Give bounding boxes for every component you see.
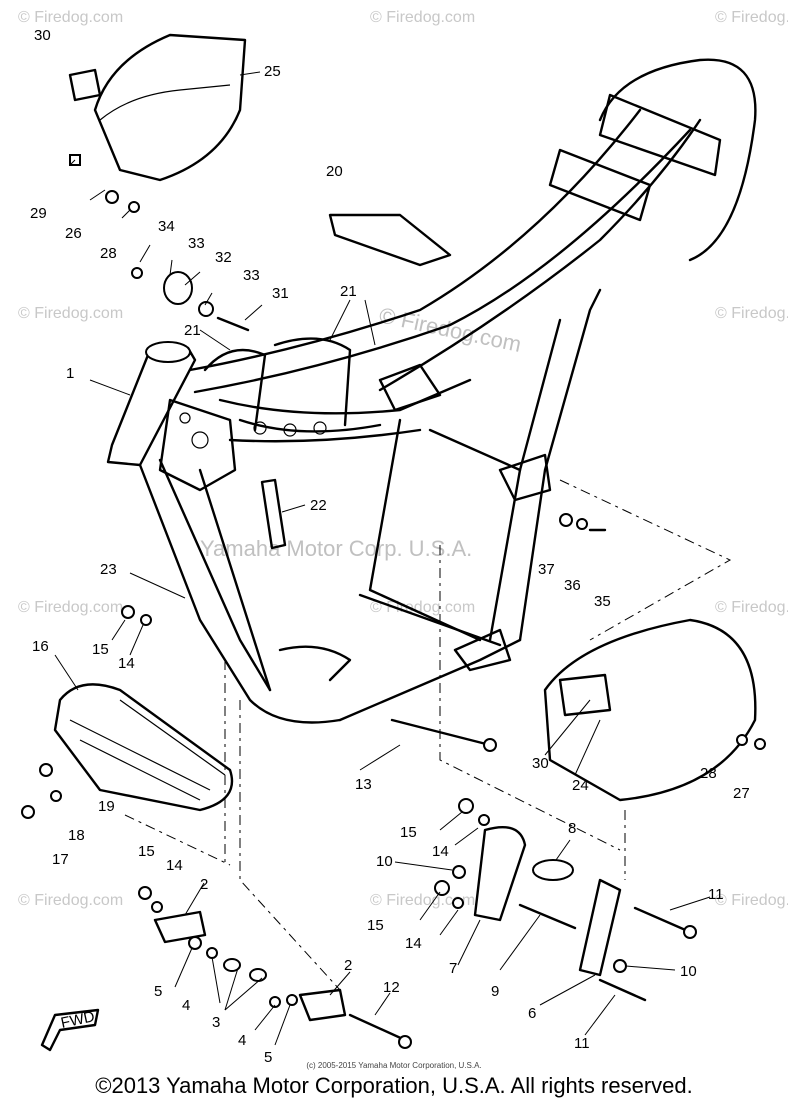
callout-34: 34 bbox=[158, 218, 175, 235]
callout-17: 17 bbox=[52, 851, 69, 868]
callout-20: 20 bbox=[326, 163, 343, 180]
leader-lines bbox=[124, 479, 732, 991]
side-cover-left bbox=[68, 33, 247, 182]
watermark-lower-left: © Firedog.com bbox=[18, 599, 123, 616]
watermark-center: © Firedog.com bbox=[377, 302, 524, 357]
fwd-arrow-icon: FWD bbox=[40, 1008, 100, 1052]
watermark-mid-left: © Firedog.com bbox=[18, 305, 123, 322]
callout-33-upper: 33 bbox=[188, 235, 205, 252]
callout-8: 8 bbox=[568, 820, 576, 837]
callout-33-lower: 33 bbox=[243, 267, 260, 284]
callout-10-left: 10 bbox=[376, 853, 393, 870]
callout-36: 36 bbox=[564, 577, 581, 594]
callout-10-right: 10 bbox=[680, 963, 697, 980]
watermark-top-right: © Firedog.com bbox=[715, 9, 788, 26]
watermark-bottom-left: © Firedog.com bbox=[18, 892, 123, 909]
watermark-bottom-right: © Firedog.com bbox=[715, 892, 788, 909]
band-22 bbox=[260, 478, 287, 550]
callout-14-low: 14 bbox=[405, 935, 422, 952]
callout-21-left: 21 bbox=[184, 322, 201, 339]
small-copyright: (c) 2005-2015 Yamaha Motor Corporation, … bbox=[306, 1061, 482, 1070]
callout-11-bottom: 11 bbox=[574, 1035, 590, 1052]
callout-12: 12 bbox=[383, 979, 400, 996]
callout-37: 37 bbox=[538, 561, 555, 578]
callout-11-top: 11 bbox=[708, 886, 724, 903]
callout-15-low: 15 bbox=[367, 917, 384, 934]
callout-26: 26 bbox=[65, 225, 82, 242]
callout-3: 3 bbox=[212, 1014, 220, 1031]
callout-27: 27 bbox=[733, 785, 750, 802]
side-cover-right bbox=[543, 618, 757, 802]
callout-4-left: 4 bbox=[182, 997, 190, 1014]
copyright-footer: ©2013 Yamaha Motor Corporation, U.S.A. A… bbox=[95, 1073, 693, 1098]
callout-6: 6 bbox=[528, 1005, 536, 1022]
fwd-label: FWD bbox=[59, 1008, 96, 1032]
callout-5-left: 5 bbox=[154, 983, 162, 1000]
callout-1: 1 bbox=[66, 365, 74, 382]
callout-28-top: 28 bbox=[100, 245, 117, 262]
callout-18: 18 bbox=[68, 827, 85, 844]
callouts: 30 25 29 26 28 34 33 32 33 31 20 21 21 1… bbox=[30, 27, 750, 1066]
callout-2-left: 2 bbox=[200, 876, 208, 893]
plate-20 bbox=[328, 213, 452, 267]
watermarks: © Firedog.com © Firedog.com © Firedog.co… bbox=[18, 9, 788, 909]
callout-24: 24 bbox=[572, 777, 589, 794]
callout-5-right: 5 bbox=[264, 1049, 272, 1066]
engine-guard bbox=[53, 683, 234, 812]
callout-2-right: 2 bbox=[344, 957, 352, 974]
callout-13: 13 bbox=[355, 776, 372, 793]
callout-19: 19 bbox=[98, 798, 115, 815]
callout-32: 32 bbox=[215, 249, 232, 266]
callout-4-right: 4 bbox=[238, 1032, 246, 1049]
callout-14-left: 14 bbox=[118, 655, 135, 672]
callout-16: 16 bbox=[32, 638, 49, 655]
callout-14-bottom: 14 bbox=[166, 857, 183, 874]
callout-22: 22 bbox=[310, 497, 327, 514]
callout-31: 31 bbox=[272, 285, 289, 302]
callout-29: 29 bbox=[30, 205, 47, 222]
watermark-lower-right: © Firedog.com bbox=[715, 599, 788, 616]
callout-28-right: 28 bbox=[700, 765, 717, 782]
callout-leaders bbox=[54, 71, 711, 1046]
callout-9: 9 bbox=[491, 983, 499, 1000]
callout-21-right: 21 bbox=[340, 283, 357, 300]
callout-15-mid: 15 bbox=[400, 824, 417, 841]
main-frame bbox=[106, 58, 757, 724]
callout-7: 7 bbox=[449, 960, 457, 977]
callout-35: 35 bbox=[594, 593, 611, 610]
callout-25: 25 bbox=[264, 63, 281, 80]
callout-15-bottom: 15 bbox=[138, 843, 155, 860]
callout-14-mid: 14 bbox=[432, 843, 449, 860]
watermark-mid-right: © Firedog.com bbox=[715, 305, 788, 322]
watermark-top-left: © Firedog.com bbox=[18, 9, 123, 26]
watermark-bottom-center: © Firedog.com bbox=[370, 892, 475, 909]
callout-30-right: 30 bbox=[532, 755, 549, 772]
watermark-top-center: © Firedog.com bbox=[370, 9, 475, 26]
watermark-yamaha: Yamaha Motor Corp. U.S.A. bbox=[200, 536, 472, 561]
callout-23: 23 bbox=[100, 561, 117, 578]
callout-15-left: 15 bbox=[92, 641, 109, 658]
callout-30-top: 30 bbox=[34, 27, 51, 44]
